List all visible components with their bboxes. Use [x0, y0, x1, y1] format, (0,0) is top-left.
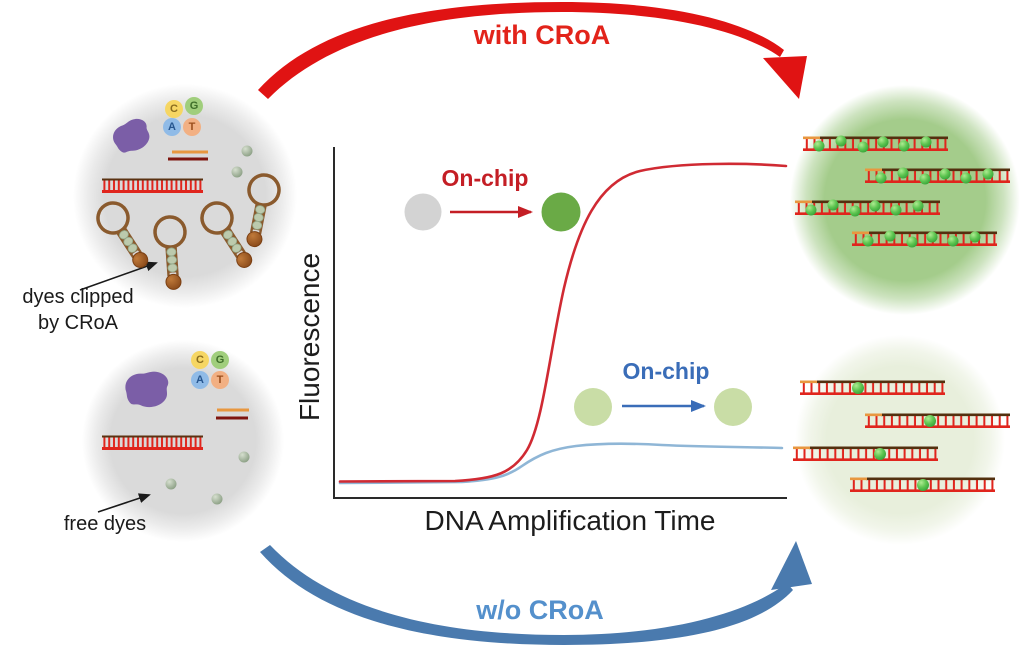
hairpin-probe — [152, 214, 191, 293]
bound-dye-dots — [805, 135, 994, 248]
chip-circle-gray — [404, 193, 442, 231]
dsdna-ladder — [100, 177, 205, 194]
droplet-amplified-with-croa — [790, 85, 1020, 315]
droplet-dim-contents — [791, 380, 1012, 493]
dsdna-ladder — [100, 434, 205, 451]
nucleotide-a-badge: A — [163, 118, 181, 136]
dyes-clipped-annotation-line1: dyes clipped — [22, 286, 134, 308]
amplicon-ladder — [791, 446, 940, 462]
clipped-dye-dot — [241, 145, 253, 157]
nucleotide-a-badge: A — [191, 371, 209, 389]
hairpin-probe — [90, 195, 159, 277]
curve-without-croa — [338, 442, 784, 485]
free-dye-dot — [165, 478, 177, 490]
nucleotide-g-badge: G — [185, 97, 203, 115]
dyes-clipped-pointer-arrow — [79, 261, 158, 291]
nucleotide-t-badge: T — [211, 371, 229, 389]
nucleotide-c-badge: C — [165, 100, 183, 118]
hairpin-probe — [236, 170, 284, 252]
with-croa-curved-arrow — [258, 2, 807, 99]
free-dyes-pointer-arrow — [97, 493, 151, 513]
droplet-amplified-without-croa — [795, 335, 1005, 545]
droplet-clipped-contents — [90, 117, 284, 293]
free-dye-dot — [238, 451, 250, 463]
chip-circle-green — [541, 192, 581, 232]
amplicon-ladder — [798, 380, 947, 396]
sparse-dye-dots — [852, 382, 936, 491]
without-croa-curved-arrow — [260, 541, 812, 645]
amplicon-ladder — [863, 413, 1012, 429]
without-croa-label: w/o CRoA — [476, 595, 604, 625]
free-dye-dot — [211, 493, 223, 505]
chip-circle-lightgreen-2 — [714, 388, 752, 426]
on-chip-red-label: On-chip — [441, 165, 529, 191]
droplet-free-contents — [100, 366, 250, 505]
x-axis-label: DNA Amplification Time — [424, 505, 716, 536]
nucleotide-t-badge: T — [183, 118, 201, 136]
fluorescence-plot — [333, 147, 788, 499]
on-chip-with-croa-inset — [404, 192, 581, 232]
y-axis-label: Fluorescence — [294, 252, 325, 422]
polymerase-enzyme-icon — [110, 117, 152, 155]
on-chip-without-croa-inset — [574, 388, 752, 426]
dyes-clipped-annotation-line2: by CRoA — [37, 312, 119, 334]
free-dyes-annotation: free dyes — [63, 513, 147, 535]
curve-with-croa — [338, 162, 788, 483]
chip-circle-lightgreen-1 — [574, 388, 612, 426]
nucleotide-c-badge: C — [191, 351, 209, 369]
on-chip-blue-label: On-chip — [622, 358, 710, 384]
with-croa-label: with CRoA — [473, 20, 611, 50]
polymerase-enzyme-icon — [121, 366, 172, 411]
nucleotide-g-badge: G — [211, 351, 229, 369]
clipped-dye-dot — [231, 166, 243, 178]
droplet-bright-contents — [793, 135, 1012, 248]
